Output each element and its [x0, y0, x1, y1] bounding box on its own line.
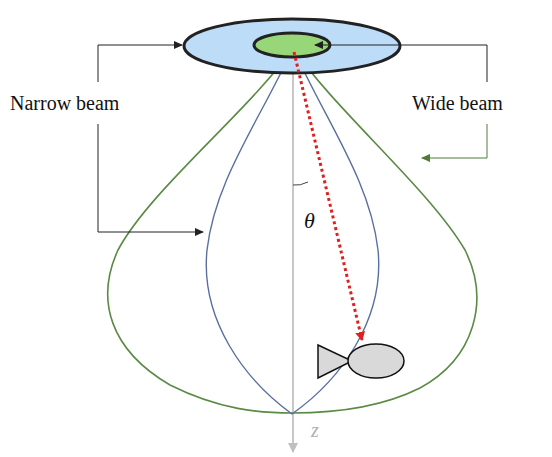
leader-line	[422, 124, 487, 158]
leader-line	[98, 45, 182, 82]
z-axis	[292, 48, 294, 452]
transducer-outer	[184, 19, 400, 73]
angle-label: θ	[304, 208, 315, 234]
target-ray	[294, 52, 362, 340]
callout-label: Narrow beam	[10, 91, 119, 115]
axis-label: z	[311, 418, 319, 442]
fish-tail	[318, 345, 352, 378]
leader-line	[98, 124, 203, 232]
leader-line	[315, 45, 487, 82]
angle-arc	[293, 182, 308, 185]
callout-label: Wide beam	[412, 91, 503, 115]
fish-body	[348, 344, 404, 378]
